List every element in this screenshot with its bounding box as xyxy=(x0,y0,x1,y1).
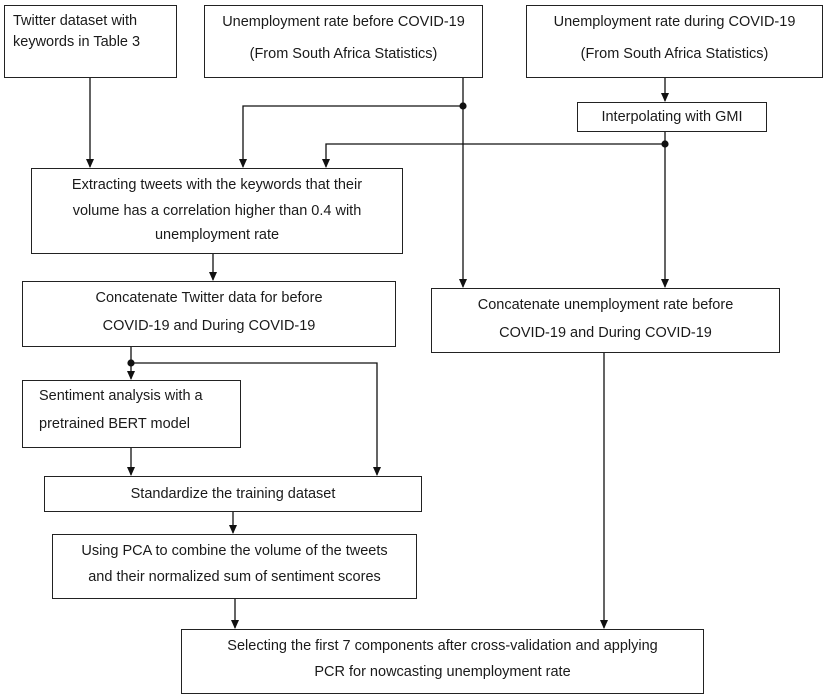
box-text: Sentiment analysis with a xyxy=(39,388,203,404)
box-text: Extracting tweets with the keywords that… xyxy=(71,177,363,193)
box-interpolating-gmi: Interpolating with GMI xyxy=(577,102,767,132)
box-text: Unemployment rate during COVID-19 xyxy=(553,14,796,30)
box-text: volume has a correlation higher than 0.4… xyxy=(72,203,362,220)
box-text: Interpolating with GMI xyxy=(601,109,743,125)
box-text: and their normalized sum of sentiment sc… xyxy=(88,569,381,586)
box-text: Twitter dataset with xyxy=(13,13,138,29)
junction-dot xyxy=(127,359,135,367)
box-unemployment-during: Unemployment rate during COVID-19 (From … xyxy=(526,5,823,78)
box-concat-unemployment: Concatenate unemployment rate before COV… xyxy=(431,288,780,353)
arrow-gmi-to-extracting xyxy=(322,143,665,168)
box-text: (From South Africa Statistics) xyxy=(249,46,438,63)
box-text: Unemployment rate before COVID-19 xyxy=(222,14,465,30)
box-text: Concatenate Twitter data for before xyxy=(95,290,323,306)
arrow-junction-to-extracting xyxy=(239,105,463,168)
box-text: unemployment rate xyxy=(154,227,280,244)
box-text: (From South Africa Statistics) xyxy=(580,46,769,63)
box-text: keywords in Table 3 xyxy=(13,34,141,51)
box-standardize: Standardize the training dataset xyxy=(44,476,422,512)
box-text: Using PCA to combine the volume of the t… xyxy=(81,543,388,559)
box-concat-twitter: Concatenate Twitter data for before COVI… xyxy=(22,281,396,347)
box-pca: Using PCA to combine the volume of the t… xyxy=(52,534,417,599)
box-text: PCR for nowcasting unemployment rate xyxy=(314,664,571,681)
junction-dot xyxy=(661,140,669,148)
box-extracting-tweets: Extracting tweets with the keywords that… xyxy=(31,168,403,254)
box-sentiment-analysis: Sentiment analysis with a pretrained BER… xyxy=(22,380,241,448)
box-text: Concatenate unemployment rate before xyxy=(477,297,734,313)
box-text: COVID-19 and During COVID-19 xyxy=(499,325,712,342)
box-text: Standardize the training dataset xyxy=(130,486,336,502)
box-unemployment-before: Unemployment rate before COVID-19 (From … xyxy=(204,5,483,78)
box-text: COVID-19 and During COVID-19 xyxy=(102,318,316,335)
box-text: Selecting the first 7 components after c… xyxy=(227,638,658,654)
junction-dot xyxy=(459,102,467,110)
box-twitter-dataset: Twitter dataset with keywords in Table 3 xyxy=(4,5,177,78)
box-text: pretrained BERT model xyxy=(39,416,190,433)
box-selecting-components: Selecting the first 7 components after c… xyxy=(181,629,704,694)
